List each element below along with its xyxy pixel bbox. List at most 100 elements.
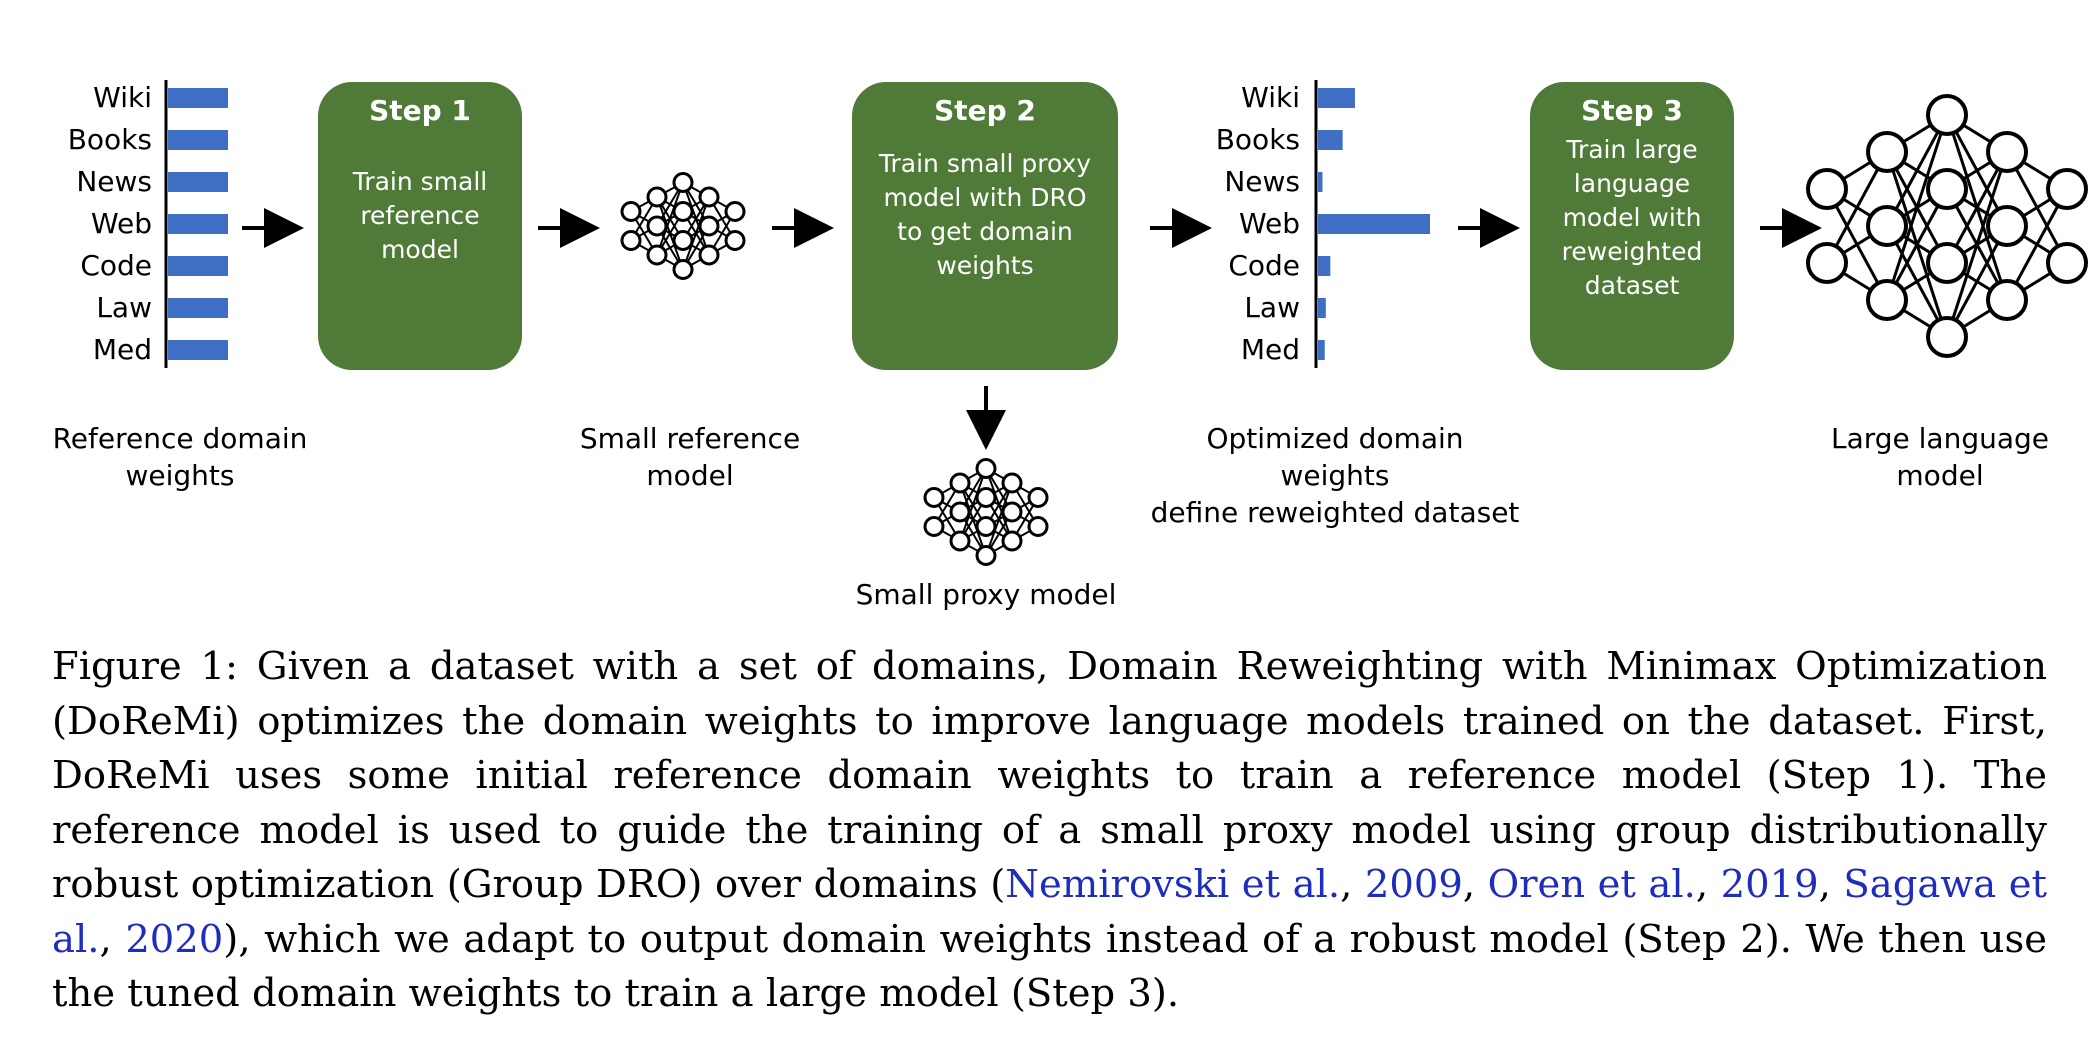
- network-edge: [1945, 225, 2009, 338]
- bar-code: [1318, 256, 1331, 276]
- network-node: [1866, 131, 1908, 173]
- network-edge: [985, 482, 1013, 556]
- step1-line: reference: [360, 201, 480, 230]
- bar-label-wiki: Wiki: [93, 81, 152, 114]
- network-edge: [1825, 151, 1889, 264]
- step1-box: Step 1 Train small reference model: [318, 82, 522, 370]
- bar-label-wiki: Wiki: [1241, 81, 1300, 114]
- citation-link[interactable]: Sagawa et al.: [52, 862, 2047, 962]
- bar-law: [1318, 298, 1326, 318]
- network-node: [2046, 242, 2088, 284]
- left-chart-bars: [168, 88, 228, 360]
- network-node: [975, 487, 997, 508]
- network-node: [1986, 205, 2028, 247]
- bar-code: [168, 256, 228, 276]
- network-edge: [2005, 188, 2069, 301]
- network-node: [949, 530, 971, 552]
- network-node: [672, 230, 694, 251]
- network-node: [1986, 131, 2028, 173]
- bar-label-code: Code: [1228, 249, 1300, 282]
- bar-label-books: Books: [67, 123, 152, 156]
- network-node: [646, 186, 668, 208]
- network-node: [698, 215, 720, 237]
- network-node: [1027, 516, 1049, 537]
- small-proxy-caption: Small proxy model: [855, 578, 1117, 611]
- step3-line: Train large: [1566, 135, 1698, 164]
- network-edge: [1885, 114, 1949, 301]
- step3-title: Step 3: [1581, 94, 1683, 127]
- bar-label-web: Web: [90, 207, 152, 240]
- network-edge: [682, 196, 710, 270]
- network-node: [1866, 205, 1908, 247]
- network-edge: [1885, 114, 1949, 227]
- bar-label-code: Code: [80, 249, 152, 282]
- bar-news: [168, 172, 228, 192]
- network-node: [620, 201, 642, 222]
- caption-sep: ,: [1695, 862, 1721, 907]
- network-node: [975, 545, 997, 566]
- network-edge: [1885, 188, 1949, 301]
- figure-caption: Figure 1: Given a dataset with a set of …: [52, 640, 2047, 1022]
- bar-label-news: News: [1224, 165, 1300, 198]
- bar-web: [168, 214, 228, 234]
- citation-link[interactable]: 2019: [1720, 862, 1819, 907]
- caption-sep: ,: [99, 916, 126, 962]
- step2-line: to get domain: [897, 217, 1073, 246]
- citation-link[interactable]: Nemirovski et al.: [1005, 862, 1341, 907]
- caption-sep: ,: [1462, 862, 1488, 907]
- step1-line: Train small: [352, 167, 488, 196]
- network-node: [1986, 279, 2028, 321]
- step2-line: Train small proxy: [878, 149, 1092, 178]
- bar-wiki: [168, 88, 228, 108]
- bar-med: [1318, 340, 1325, 360]
- bar-label-web: Web: [1238, 207, 1300, 240]
- network-node: [2046, 168, 2088, 210]
- network-edge: [959, 468, 987, 542]
- network-node: [698, 244, 720, 266]
- network-node: [724, 230, 746, 251]
- network-node: [698, 186, 720, 208]
- network-node: [672, 259, 694, 280]
- network-node: [923, 487, 945, 508]
- small-proxy-network-icon: [923, 458, 1049, 566]
- reference-weights-caption-line1: Reference domain: [52, 422, 308, 455]
- network-node: [1001, 472, 1023, 494]
- large-model-caption: Large language model: [1810, 420, 2070, 494]
- small-reference-caption: Small reference model: [560, 420, 820, 494]
- step3-line: dataset: [1584, 271, 1680, 300]
- citation-link[interactable]: 2020: [125, 916, 224, 962]
- network-node: [949, 501, 971, 523]
- bar-label-news: News: [76, 165, 152, 198]
- network-node: [949, 472, 971, 494]
- citation-link[interactable]: Oren et al.: [1487, 862, 1696, 907]
- network-node: [923, 516, 945, 537]
- optimized-weights-caption: Optimized domain weights define reweight…: [1150, 420, 1520, 531]
- network-edge: [1945, 151, 2009, 264]
- step1-line: model: [381, 235, 459, 264]
- caption-sep: ,: [1340, 862, 1365, 907]
- bar-wiki: [1318, 88, 1355, 108]
- large-language-network-icon: [1806, 94, 2088, 358]
- network-node: [1926, 316, 1968, 358]
- bar-label-books: Books: [1215, 123, 1300, 156]
- network-node: [1926, 94, 1968, 136]
- citation-link[interactable]: 2009: [1364, 862, 1463, 907]
- small-reference-network-icon: [620, 172, 746, 280]
- step3-line: language: [1573, 169, 1691, 198]
- bar-news: [1318, 172, 1323, 192]
- network-edge: [656, 182, 684, 256]
- network-node: [724, 201, 746, 222]
- bar-med: [168, 340, 228, 360]
- caption-text-2: ), which we adapt to output domain weigh…: [52, 916, 2047, 1017]
- network-node: [1806, 242, 1848, 284]
- bar-label-med: Med: [92, 333, 152, 366]
- step2-title: Step 2: [934, 94, 1036, 127]
- bar-label-med: Med: [1240, 333, 1300, 366]
- network-node: [975, 458, 997, 479]
- reference-weights-caption: Reference domain weights: [30, 420, 330, 494]
- network-node: [1926, 242, 1968, 284]
- network-node: [1926, 168, 1968, 210]
- step2-line: model with DRO: [883, 183, 1087, 212]
- network-node: [1027, 487, 1049, 508]
